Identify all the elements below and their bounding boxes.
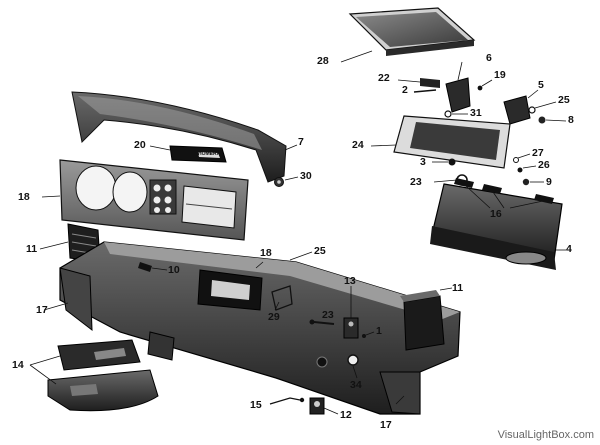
callout-32: 30 xyxy=(300,170,312,182)
callout-33: 31 xyxy=(470,107,482,119)
part-8-nut xyxy=(538,116,567,124)
callout-13: 13 xyxy=(344,275,356,287)
callout-29: 27 xyxy=(532,147,544,159)
callout-16: 16 xyxy=(490,208,502,220)
part-15-wire xyxy=(269,397,305,405)
callout-23: 23 xyxy=(322,309,334,321)
callout-12: 12 xyxy=(340,409,352,421)
part-34-grommet xyxy=(347,354,359,379)
callout-34: 34 xyxy=(350,379,362,391)
part-10-clip xyxy=(138,262,168,272)
part-3-latch xyxy=(432,158,456,166)
callout-17-left: 17 xyxy=(36,304,48,316)
part-2-pin xyxy=(413,89,437,93)
part-13-switch xyxy=(343,286,359,339)
part-27-washer xyxy=(528,101,557,114)
part-14-lower-covers xyxy=(29,339,159,412)
callout-15: 15 xyxy=(250,399,262,411)
badge-label: HOMERA xyxy=(198,151,221,157)
part-30-glovebox-lid xyxy=(340,7,476,63)
part-23-screw xyxy=(309,319,335,325)
callout-3: 3 xyxy=(420,156,426,168)
part-9-nut xyxy=(522,178,544,186)
part-32-fastener xyxy=(274,176,299,187)
callout-14: 14 xyxy=(12,359,24,371)
part-29-washer xyxy=(513,153,531,163)
part-20-instrument-bezel xyxy=(41,159,249,241)
callout-26: 24 xyxy=(352,139,364,151)
callout-9: 9 xyxy=(546,176,552,188)
part-28-screw xyxy=(517,165,537,173)
callout-2: 2 xyxy=(402,84,408,96)
part-21-badge xyxy=(149,145,227,163)
callout-6: 6 xyxy=(486,52,492,64)
part-11-right-vent xyxy=(400,287,453,351)
part-4-glovebox-bin xyxy=(430,183,566,270)
part-5-hinge-bracket xyxy=(503,89,539,125)
callout-18: 18 xyxy=(260,247,272,259)
part-33-washer xyxy=(444,110,468,118)
part-31-bracket xyxy=(271,285,293,311)
callout-8: 8 xyxy=(568,114,574,126)
callout-21: 20 xyxy=(134,139,146,151)
part-22-bolt xyxy=(397,78,440,88)
part-6-hinge xyxy=(445,61,471,113)
callout-28: 26 xyxy=(538,159,550,171)
callout-7: 7 xyxy=(298,136,304,148)
part-26-glovebox-frame xyxy=(370,115,511,169)
callout-25: 25 xyxy=(314,245,326,257)
callout-10: 10 xyxy=(168,264,180,276)
part-12-lamp-socket xyxy=(309,397,339,415)
callout-24: 23 xyxy=(410,176,422,188)
callout-5: 5 xyxy=(538,79,544,91)
part-1-small-screw xyxy=(362,331,375,338)
callout-27: 25 xyxy=(558,94,570,106)
callout-4: 4 xyxy=(566,243,572,255)
callout-1: 1 xyxy=(376,325,382,337)
callout-22: 22 xyxy=(378,72,390,84)
part-16-clips xyxy=(454,178,554,209)
callout-19: 19 xyxy=(494,69,506,81)
part-19-screw xyxy=(477,79,493,91)
callout-20: 18 xyxy=(18,191,30,203)
callout-31: 29 xyxy=(268,311,280,323)
callout-17-right: 17 xyxy=(380,419,392,431)
callout-11-right: 11 xyxy=(452,282,464,294)
part-25-dashboard-frame xyxy=(43,241,461,415)
callout-11-left: 11 xyxy=(26,243,38,255)
watermark: VisualLightBox.com xyxy=(497,429,594,441)
callout-30: 28 xyxy=(317,55,329,67)
part-17-lower-panel xyxy=(395,395,405,405)
